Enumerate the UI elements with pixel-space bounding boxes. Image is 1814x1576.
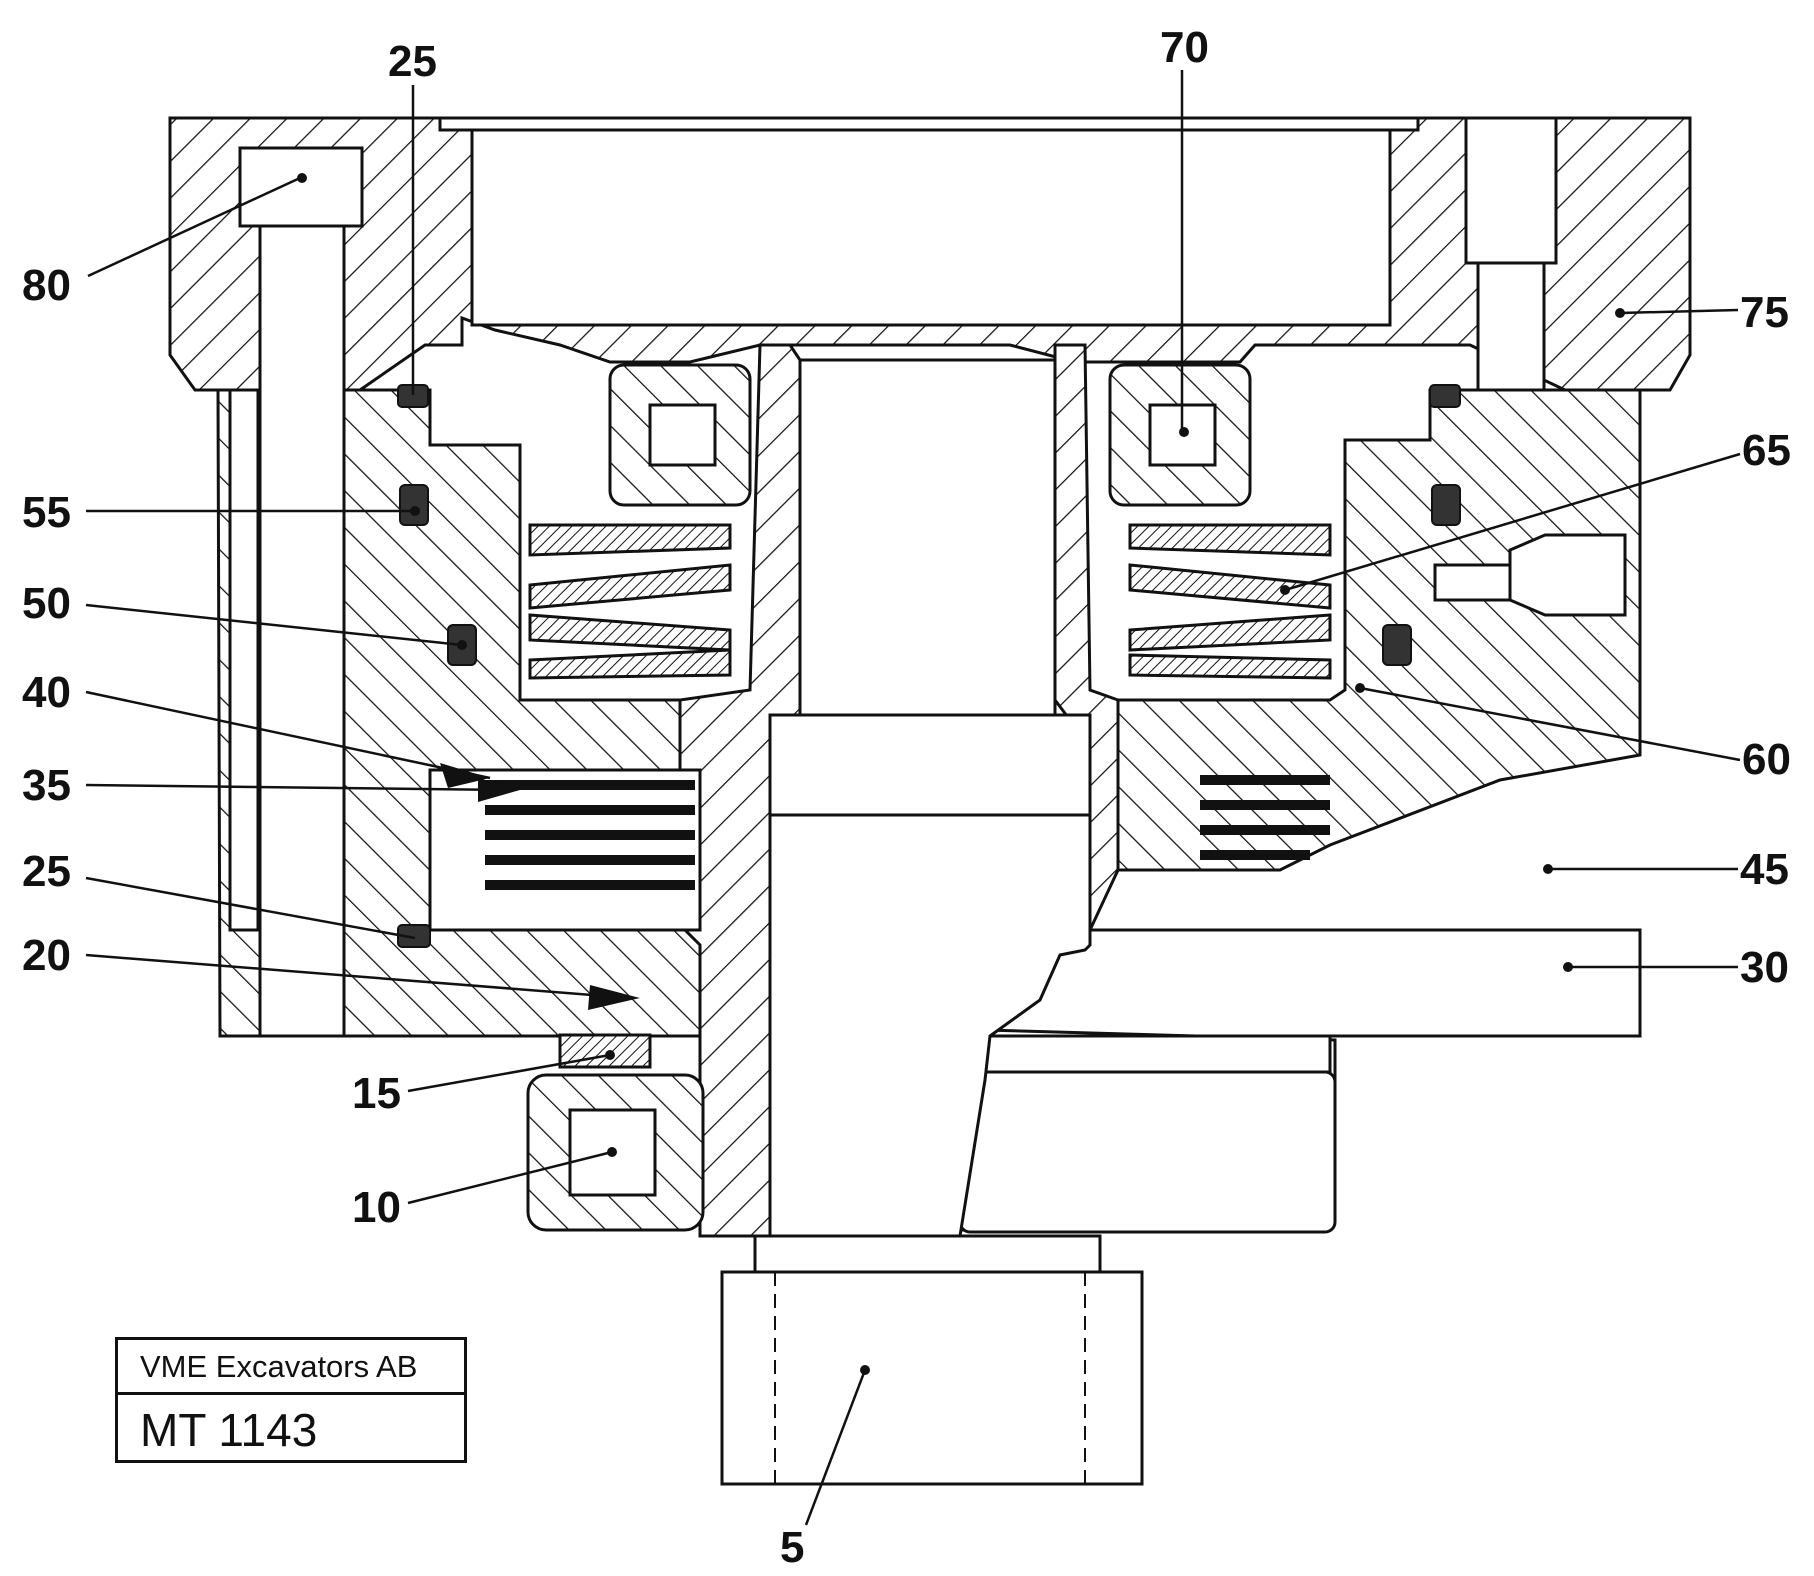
brake-disc-pack bbox=[428, 768, 1330, 932]
pinion bbox=[720, 1234, 1144, 1486]
leader-75 bbox=[1619, 308, 1739, 315]
title-block-drawing-number: MT 1143 bbox=[140, 1404, 318, 1456]
callout-55: 55 bbox=[22, 488, 71, 537]
arrowhead-20 bbox=[588, 985, 640, 1010]
leader-10 bbox=[407, 1150, 613, 1205]
arrowhead-35 bbox=[478, 778, 520, 802]
leader-60 bbox=[1359, 686, 1741, 762]
callout-65: 65 bbox=[1742, 426, 1791, 475]
callout-labels: 80 25 70 75 65 55 50 40 35 60 25 45 20 3… bbox=[22, 23, 1791, 1572]
callout-10: 10 bbox=[352, 1183, 401, 1232]
callout-5: 5 bbox=[780, 1523, 804, 1572]
leader-80 bbox=[87, 176, 301, 278]
callout-80: 80 bbox=[22, 261, 71, 310]
callout-25-bottom: 25 bbox=[22, 847, 71, 896]
callout-25-top: 25 bbox=[388, 37, 437, 86]
callout-70: 70 bbox=[1160, 23, 1209, 72]
callout-20: 20 bbox=[22, 931, 71, 980]
leader-65 bbox=[1284, 452, 1741, 592]
callout-40: 40 bbox=[22, 668, 71, 717]
callout-35: 35 bbox=[22, 761, 71, 810]
leader-50 bbox=[85, 603, 463, 647]
leader-5 bbox=[804, 1369, 867, 1526]
callout-50: 50 bbox=[22, 579, 71, 628]
leader-lines bbox=[85, 70, 1741, 1526]
title-block: VME Excavators AB MT 1143 bbox=[115, 1337, 467, 1463]
callout-45: 45 bbox=[1740, 845, 1789, 894]
arrowhead-40 bbox=[440, 763, 490, 788]
leader-15 bbox=[407, 1053, 611, 1093]
callout-30: 30 bbox=[1740, 943, 1789, 992]
leader-20 bbox=[85, 953, 631, 1000]
leader-35 bbox=[85, 783, 511, 792]
callout-60: 60 bbox=[1742, 735, 1791, 784]
title-block-company: VME Excavators AB bbox=[118, 1340, 464, 1395]
side-port-fitting bbox=[1433, 533, 1627, 617]
leader-dots bbox=[297, 173, 1625, 1375]
disc-spring-stack bbox=[528, 523, 1332, 680]
top-cover bbox=[168, 116, 1692, 392]
centre-shaft bbox=[678, 343, 1120, 1238]
leader-40 bbox=[85, 690, 491, 780]
callout-75: 75 bbox=[1740, 288, 1789, 337]
leader-25-bottom bbox=[85, 876, 416, 940]
callout-15: 15 bbox=[352, 1069, 401, 1118]
